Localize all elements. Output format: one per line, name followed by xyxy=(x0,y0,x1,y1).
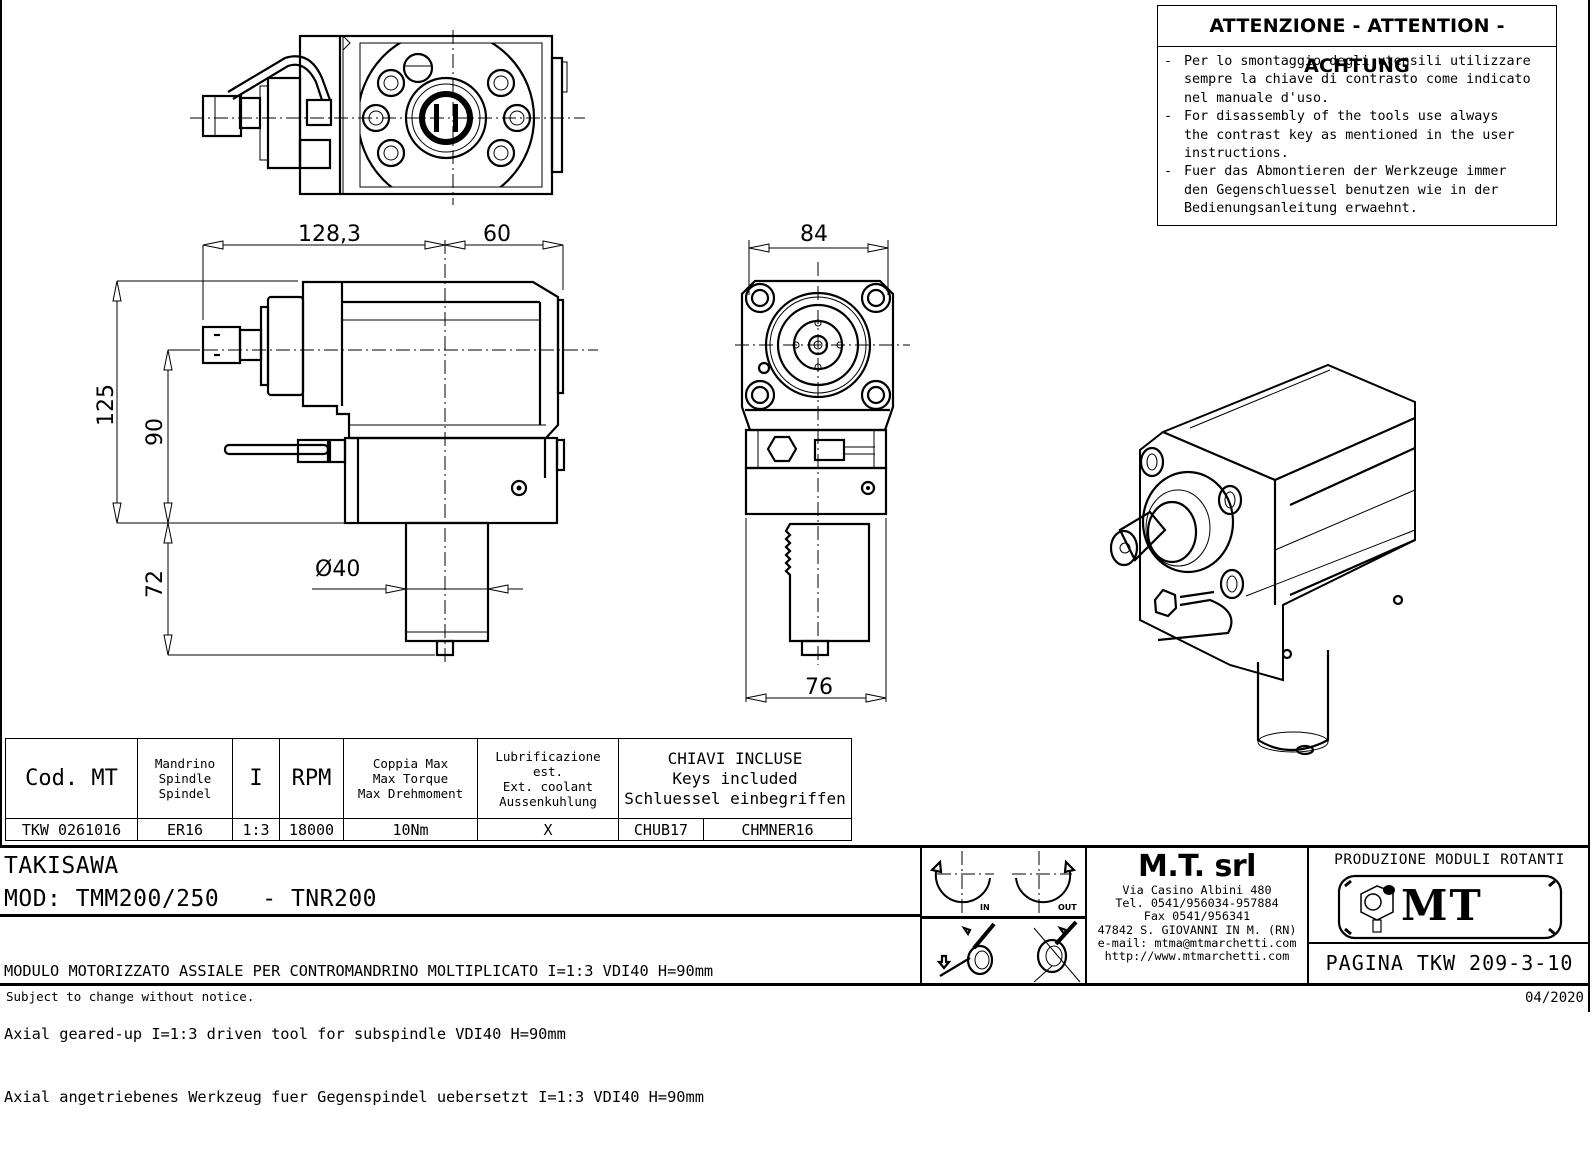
warning-line: the contrast key as mentioned in the use… xyxy=(1184,127,1515,143)
front-view: 84 76 xyxy=(735,222,910,703)
dim-72: 72 xyxy=(143,570,168,598)
company-website[interactable]: http://www.mtmarchetti.com xyxy=(1104,949,1290,964)
header-torque: Coppia Max Max Torque Max Drehmoment xyxy=(343,738,478,819)
rotation-icons-panel: IN OUT xyxy=(922,848,1087,983)
warning-item-de: - Fuer das Abmontieren der Werkzeuge imm… xyxy=(1164,163,1552,218)
header-line: Mandrino xyxy=(154,756,216,771)
page-number: PAGINA TKW 209-3-10 xyxy=(1325,951,1574,975)
cell-ratio: 1:3 xyxy=(232,818,280,841)
header-line: Ext. coolant xyxy=(502,778,594,794)
company-email[interactable]: e-mail: mtma@mtmarchetti.com xyxy=(1097,935,1297,950)
header-line: Max Torque xyxy=(372,771,449,786)
header-ratio: I xyxy=(232,738,280,819)
divider xyxy=(922,916,1085,919)
cell-coolant: X xyxy=(477,818,619,841)
description-de: Axial angetriebenes Werkzeug fuer Gegens… xyxy=(4,1088,704,1106)
warning-body: - Per lo smontaggio degli utensili utili… xyxy=(1158,47,1556,219)
title-block-description: TAKISAWA MOD: TMM200/250 - TNR200 MODULO… xyxy=(0,848,922,1106)
header-keys: CHIAVI INCLUSE Keys included Schluessel … xyxy=(618,738,852,819)
spec-data-row: TKW 0261016 ER16 1:3 18000 10Nm X CHUB17… xyxy=(5,818,852,841)
header-line: Coppia Max xyxy=(372,756,449,771)
warning-line: instructions. xyxy=(1184,146,1289,162)
side-view-dimensions xyxy=(112,240,564,656)
dim-125: 125 xyxy=(94,384,119,426)
cell-torque: 10Nm xyxy=(343,818,478,841)
spec-header-row: Cod. MT Mandrino Spindle Spindel I RPM C… xyxy=(5,738,852,819)
cell-key2: CHMNER16 xyxy=(703,818,852,841)
rotation-in-label: IN xyxy=(980,903,990,912)
side-view: 128,3 60 125 90 72 Ø40 xyxy=(94,222,598,665)
warning-line: Per lo smontaggio degli utensili utilizz… xyxy=(1184,54,1531,69)
revision-date: 04/2020 xyxy=(1524,990,1584,1006)
logo-panel: PRODUZIONE MODULI ROTANTI MT PAGINA TKW … xyxy=(1309,848,1590,983)
rotation-in-icon: IN xyxy=(929,851,994,916)
header-line: Max Drehmoment xyxy=(357,786,464,801)
warning-item-en: - For disassembly of the tools use alway… xyxy=(1164,108,1552,163)
rotation-out-label: OUT xyxy=(1058,903,1077,912)
warning-line: Fuer das Abmontieren der Werkzeuge immer xyxy=(1184,164,1507,180)
warning-line: nel manuale d'uso. xyxy=(1184,90,1330,106)
cell-rpm: 18000 xyxy=(279,818,344,841)
machine-model: MOD: TMM200/250 - TNR200 xyxy=(4,886,378,912)
dim-60: 60 xyxy=(483,222,511,247)
divider xyxy=(1309,942,1590,944)
header-line: CHIAVI INCLUSE xyxy=(667,748,803,768)
machine-brand: TAKISAWA xyxy=(4,853,119,879)
mt-logo: MT xyxy=(1337,874,1563,940)
dim-128-3: 128,3 xyxy=(298,222,361,247)
warning-line: Bedienungsanleitung erwaehnt. xyxy=(1184,201,1418,217)
technical-drawing: 128,3 60 125 90 72 Ø40 xyxy=(0,0,1416,845)
divider xyxy=(0,914,920,917)
dim-diameter-40: Ø40 xyxy=(315,557,360,582)
warning-title: ATTENZIONE - ATTENTION - ACHTUNG xyxy=(1158,6,1556,77)
bolt-holes-top xyxy=(361,68,532,168)
dim-84: 84 xyxy=(800,222,828,247)
rotation-out-icon: OUT xyxy=(1012,851,1077,916)
title-block: TAKISAWA MOD: TMM200/250 - TNR200 MODULO… xyxy=(0,845,1590,1106)
header-coolant: Lubrificazione est. Ext. coolant Aussenk… xyxy=(477,738,619,819)
header-spindle: Mandrino Spindle Spindel xyxy=(137,738,233,819)
header-line: Keys included xyxy=(672,768,798,788)
company-address: Via Casino Albini 480 xyxy=(1122,883,1272,897)
product-descriptions: MODULO MOTORIZZATO ASSIALE PER CONTROMAN… xyxy=(4,919,713,1150)
company-info: M.T. srl Via Casino Albini 480 Tel. 0541… xyxy=(1087,848,1309,983)
warning-line: For disassembly of the tools use always xyxy=(1184,109,1499,125)
header-line: Spindle xyxy=(158,771,212,786)
company-name: M.T. srl xyxy=(1138,849,1256,884)
dim-90: 90 xyxy=(143,418,168,446)
wrench-wrong-icon xyxy=(1033,920,1081,983)
spec-table: Cod. MT Mandrino Spindle Spindel I RPM C… xyxy=(5,738,852,841)
company-phone: Tel. 0541/956034-957884 xyxy=(1115,896,1279,911)
top-view xyxy=(190,30,585,205)
description-it: MODULO MOTORIZZATO ASSIALE PER CONTROMAN… xyxy=(4,962,714,980)
header-rpm: RPM xyxy=(279,738,344,819)
description-en: Axial geared-up I=1:3 driven tool for su… xyxy=(4,1025,566,1043)
isometric-view xyxy=(1109,363,1416,756)
logo-text: MT xyxy=(1401,881,1483,930)
header-line: Lubrificazione est. xyxy=(495,748,601,779)
cell-spindle: ER16 xyxy=(137,818,233,841)
warning-line: den Gegenschluessel benutzen wie in der xyxy=(1184,182,1499,198)
company-city: 47842 S. GIOVANNI IN M. (RN) xyxy=(1097,922,1297,937)
change-notice: Subject to change without notice. xyxy=(6,989,255,1004)
cell-code: TKW 0261016 xyxy=(5,818,138,841)
cell-key1: CHUB17 xyxy=(618,818,704,841)
warning-box: ATTENZIONE - ATTENTION - ACHTUNG - Per l… xyxy=(1157,5,1557,226)
company-fax: Fax 0541/956341 xyxy=(1143,909,1251,924)
dim-76: 76 xyxy=(805,675,833,700)
warning-item-it: - Per lo smontaggio degli utensili utili… xyxy=(1164,53,1552,108)
header-line: Schluessel einbegriffen xyxy=(624,788,846,808)
logo-module-icon xyxy=(1360,885,1395,933)
header-line: Spindel xyxy=(158,786,212,801)
wrench-correct-icon xyxy=(936,922,996,977)
drawing-frame xyxy=(1588,0,1590,1012)
warning-line: sempre la chiave di contrasto come indic… xyxy=(1184,72,1531,88)
header-code: Cod. MT xyxy=(5,738,138,819)
logo-caption: PRODUZIONE MODULI ROTANTI xyxy=(1334,852,1565,868)
header-line: Aussenkuhlung xyxy=(499,793,597,809)
